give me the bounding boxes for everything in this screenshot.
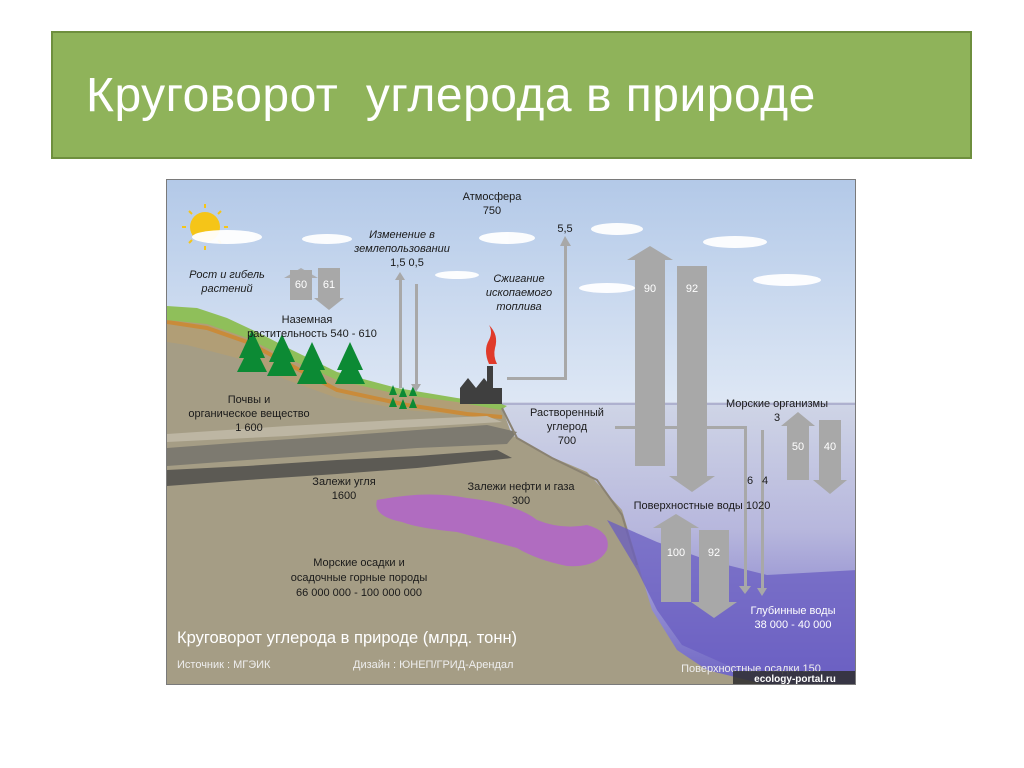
marine-40-box xyxy=(819,420,841,480)
title-banner: Круговорот углерода в природе xyxy=(51,31,972,159)
ocean-down-value: 92 xyxy=(686,283,698,295)
vegetation-label-1: Наземная xyxy=(282,314,333,326)
atmosphere-value: 750 xyxy=(483,205,501,217)
factory-icon xyxy=(460,366,502,404)
marine-50-box xyxy=(787,424,809,480)
deep-up-value: 100 xyxy=(667,547,685,559)
oilgas-label-1: Залежи нефти и газа xyxy=(467,481,575,493)
plant-out-value: 61 xyxy=(323,279,335,291)
plant-down-arrow xyxy=(314,298,344,310)
coal-seam-1 xyxy=(167,425,517,466)
ocean-up-arrow xyxy=(635,260,665,466)
ocean-down-arrow xyxy=(677,266,707,476)
marine-in-value: 50 xyxy=(792,441,804,453)
soils-label-3: 1 600 xyxy=(235,422,263,434)
surface-water-label: Поверхностные воды 1020 xyxy=(634,500,771,512)
sediments-label-1: Морские осадки и xyxy=(313,557,404,569)
fuel-label-3: топлива xyxy=(496,301,541,313)
flux-4-value: 4 xyxy=(762,475,768,487)
oil-gas-deposit xyxy=(376,494,608,567)
plant-61-box xyxy=(318,268,340,298)
sediments-label-2: осадочные горные породы xyxy=(291,572,428,584)
cloud-icon xyxy=(192,223,821,293)
watermark: ecology-portal.ru xyxy=(754,674,836,685)
soils-label-1: Почвы и xyxy=(228,394,270,406)
diagram-caption: Круговорот углерода в природе (млрд. тон… xyxy=(177,629,517,647)
landuse-values: 1,5 0,5 xyxy=(390,257,424,269)
landuse-arrow-up xyxy=(399,276,402,388)
marine-out-value: 40 xyxy=(824,441,836,453)
dissolved-label-3: 700 xyxy=(558,435,576,447)
vegetation-label-2: растительность 540 - 610 xyxy=(247,328,377,340)
seedling-icon xyxy=(389,385,417,409)
dissolved-label-2: углерод xyxy=(547,421,588,433)
dissolved-label-1: Растворенный xyxy=(530,407,604,419)
shelf xyxy=(501,407,638,566)
oilgas-label-2: 300 xyxy=(512,495,530,507)
deep-down-value: 92 xyxy=(708,547,720,559)
plant-60-box xyxy=(290,270,312,300)
ocean-up-value: 90 xyxy=(644,283,656,295)
deep-water-label-2: 38 000 - 40 000 xyxy=(754,619,831,631)
marine-label-1: Морские организмы xyxy=(726,398,828,410)
landuse-arrow-down xyxy=(415,284,418,388)
deep-up-arrow xyxy=(661,528,691,602)
flux-4-line xyxy=(761,430,764,590)
deep-water-label-1: Глубинные воды xyxy=(751,605,836,617)
landuse-label-1: Изменение в xyxy=(369,229,435,241)
plant-growth-label-2: растений xyxy=(200,283,252,295)
sediments-label-3: 66 000 000 - 100 000 000 xyxy=(296,587,422,599)
atmosphere-label: Атмосфера xyxy=(463,191,523,203)
soils-label-2: органическое вещество xyxy=(188,408,309,420)
coal-label-2: 1600 xyxy=(332,490,356,502)
watermark-bg xyxy=(733,671,855,684)
flux-6-value: 6 xyxy=(747,475,753,487)
fuel-value: 5,5 xyxy=(557,223,572,235)
fuel-label-2: ископаемого xyxy=(486,287,552,299)
source-label: Источник : МГЭИК xyxy=(177,659,271,671)
landuse-label-2: землепользовании xyxy=(353,243,450,255)
design-label: Дизайн : ЮНЕП/ГРИД-Арендал xyxy=(353,659,513,671)
flame-icon xyxy=(486,325,497,364)
marine-label-2: 3 xyxy=(774,412,780,424)
coal-seam-3 xyxy=(167,416,502,442)
coal-seam-2 xyxy=(167,450,512,486)
carbon-cycle-diagram: Атмосфера 750 Изменение в землепользован… xyxy=(166,179,856,685)
tree-icon xyxy=(237,330,365,384)
plant-growth-label-1: Рост и гибель xyxy=(189,269,265,281)
fuel-label-1: Сжигание xyxy=(493,273,544,285)
deep-down-arrow xyxy=(699,530,729,602)
plant-in-value: 60 xyxy=(295,279,307,291)
slide-title: Круговорот углерода в природе xyxy=(86,68,816,122)
coal-label-1: Залежи угля xyxy=(312,476,375,488)
